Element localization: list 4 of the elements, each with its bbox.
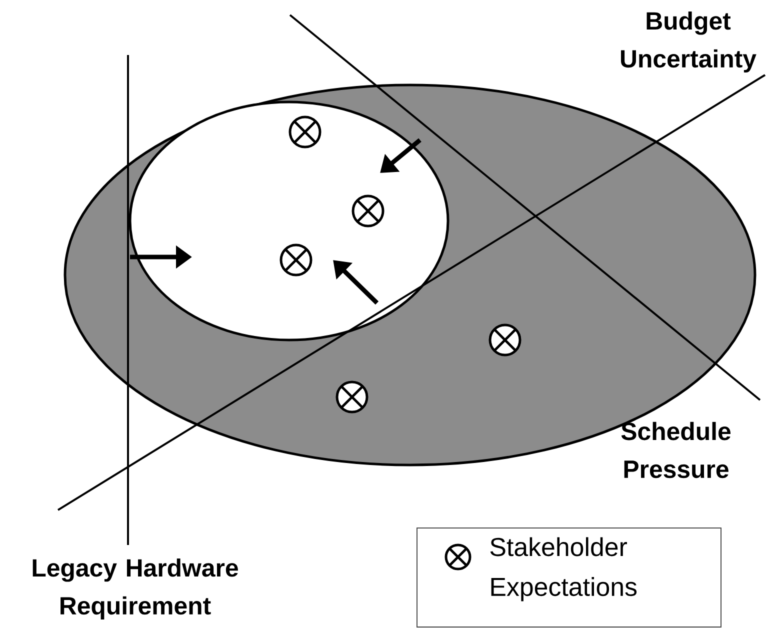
constraint-label: Budget Uncertainty — [621, 11, 756, 73]
legend-text: Stakeholder Expectations — [490, 537, 637, 602]
constraint-label: Schedule Pressure — [621, 422, 731, 478]
constraint-label: Legacy Hardware Requirement — [32, 558, 238, 620]
